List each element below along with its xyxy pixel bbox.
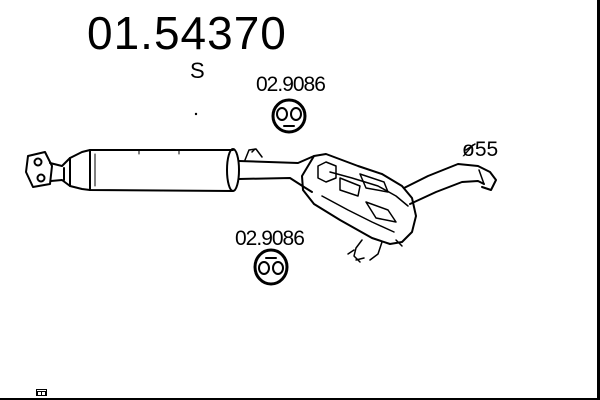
rubber-hanger-icon	[253, 248, 289, 286]
variant-code: S	[190, 58, 205, 83]
flange-icon	[25, 149, 91, 191]
tailpipe-diameter-label: ø55	[462, 138, 499, 161]
hanger-bottom-part-number: 02.9086	[235, 227, 305, 250]
tailpipe-icon	[403, 143, 497, 205]
reference-dot	[194, 112, 198, 116]
corner-symbol-icon	[36, 389, 47, 396]
front-silencer-icon	[89, 148, 240, 192]
mid-pipe-icon	[238, 148, 315, 193]
hanger-top-part-number: 02.9086	[256, 73, 326, 96]
rubber-hanger-icon	[271, 98, 307, 134]
rear-silencer-icon	[301, 153, 417, 263]
part-number-title: 01.54370	[87, 7, 287, 59]
